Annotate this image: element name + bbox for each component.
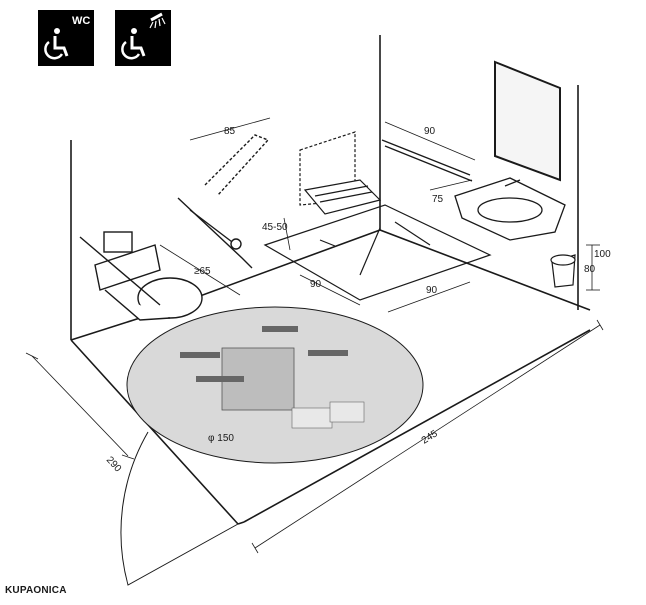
washbasin	[454, 177, 566, 241]
wheelchair-icon: WC	[38, 10, 94, 66]
shower-floor	[263, 204, 492, 301]
dim-room-depth: 290	[104, 455, 124, 475]
shower-seat	[299, 131, 382, 215]
dim-towel-rail-width: 90	[424, 126, 436, 137]
dim-shower-width: 90	[426, 285, 438, 296]
shower-spray-icon	[149, 17, 166, 29]
dim-toilet-clearance: ≥65	[194, 266, 211, 277]
mirror	[494, 60, 561, 182]
dim-grab-rail-reach: 85	[224, 126, 236, 137]
dim-shower-depth: 90	[310, 279, 322, 290]
dimension-lines	[25, 117, 604, 554]
dim-bin-height: 80	[584, 264, 596, 275]
door-swing	[120, 431, 239, 586]
dim-turning-circle: φ 150	[208, 433, 234, 444]
caption: KUPAONICA	[5, 585, 67, 596]
dim-room-width: 245	[420, 428, 440, 446]
dim-mirror-height: 100	[594, 249, 611, 260]
toilet	[79, 231, 203, 321]
towel-rail	[381, 139, 473, 182]
wc-label: WC	[72, 15, 90, 27]
wheelchair-topview	[180, 326, 365, 429]
waste-bin	[550, 254, 576, 288]
grab-rail	[177, 134, 270, 269]
room-walls	[70, 35, 591, 525]
dim-seat-height: 45-50	[262, 222, 288, 233]
dim-basin-height: 75	[432, 194, 444, 205]
wheelchair-shower-icon	[115, 10, 171, 66]
